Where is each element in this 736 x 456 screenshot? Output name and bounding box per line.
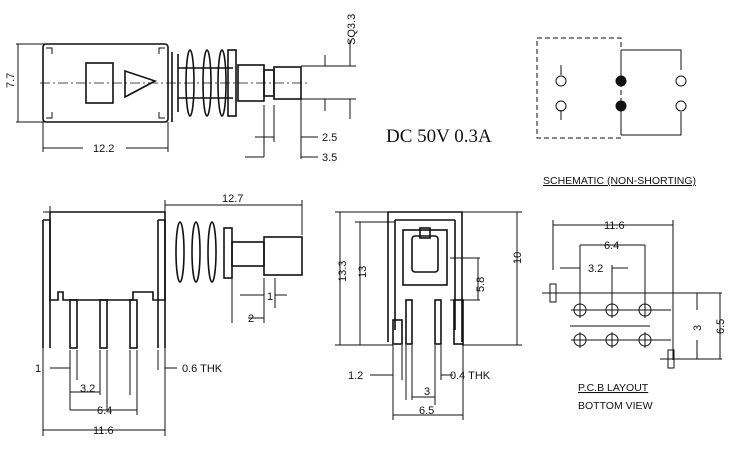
side-view: 12.7 1 2 1 0.6 THK 3.2 6.4 11.6 [35,193,303,437]
side-thk-label: 0.6 THK [182,363,223,375]
pcb-height-label: 6.5 [715,319,727,334]
front-h4-label: 10 [512,252,524,264]
front-width-label: 6.5 [419,405,434,417]
pcb-p1-label: 3.2 [588,263,603,275]
pcb-width-label: 11.6 [604,220,625,232]
side-d1-label: 1 [267,291,273,303]
side-p1-label: 3.2 [80,383,95,395]
pcb-row-label: 3 [692,325,704,331]
side-p2-label: 6.4 [97,405,112,417]
rating-label: DC 50V 0.3A [386,126,492,147]
front-pin-label: 1.2 [348,370,363,382]
pcb-p2-label: 6.4 [604,240,619,252]
schematic: SCHEMATIC (NON-SHORTING) [536,37,696,187]
side-width-label: 11.6 [93,425,114,437]
pcb-title: P.C.B LAYOUT [578,382,649,394]
front-h3-label: 5.8 [475,277,487,292]
side-d2-label: 2 [248,313,254,325]
pcb-layout: 11.6 6.4 3.2 3 6.5 P.C.B LAYOUT BOTTOM V… [542,220,727,412]
front-pitch-label: 3 [424,386,430,398]
front-h1-label: 13.3 [337,261,349,282]
schematic-title: SCHEMATIC (NON-SHORTING) [543,175,696,187]
top-view: 7.7 12.2 SQ3.3 2.5 3.5 [5,14,358,164]
pcb-subtitle: BOTTOM VIEW [578,400,653,412]
front-h2-label: 13 [357,266,369,278]
top-height-label: 7.7 [5,73,17,88]
front-thk-label: 0.4 THK [450,370,491,382]
top-d2-label: 3.5 [322,152,337,164]
front-view: 13.3 13 5.8 10 1.2 0.4 THK 3 6.5 [335,211,524,420]
side-pin-offset-label: 1 [35,363,41,375]
top-width-label: 12.2 [93,143,114,155]
side-length-label: 12.7 [222,193,243,205]
pcb-holes [572,302,653,348]
sq-label: SQ3.3 [346,14,358,45]
top-d1-label: 2.5 [322,132,337,144]
